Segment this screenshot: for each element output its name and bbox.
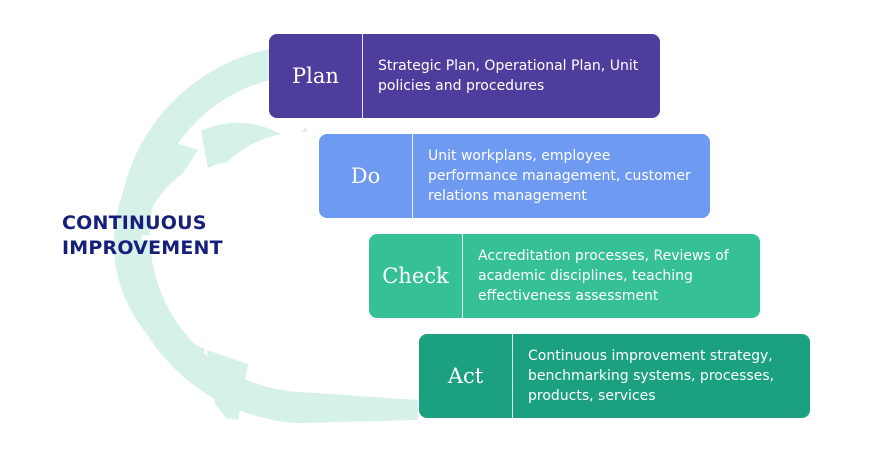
cycle-arrow-outer-top	[118, 49, 270, 235]
stage-check: Check Accreditation processes, Reviews o…	[369, 234, 760, 318]
cycle-arrow-bottom	[118, 240, 418, 423]
stage-act: Act Continuous improvement strategy, ben…	[419, 334, 810, 418]
stage-plan-description: Strategic Plan, Operational Plan, Unit p…	[378, 58, 639, 94]
cycle-title-line2: IMPROVEMENT	[62, 237, 223, 259]
stage-act-label: Act	[419, 334, 513, 418]
stage-do: Do Unit workplans, employee performance …	[319, 134, 710, 218]
stage-act-description: Continuous improvement strategy, benchma…	[528, 348, 775, 404]
stage-check-description: Accreditation processes, Reviews of acad…	[478, 248, 729, 304]
stage-plan-label: Plan	[269, 34, 363, 118]
stage-check-label: Check	[369, 234, 463, 318]
stage-do-label: Do	[319, 134, 413, 218]
cycle-title-line1: CONTINUOUS	[62, 212, 207, 234]
stage-plan: Plan Strategic Plan, Operational Plan, U…	[269, 34, 660, 118]
cycle-title: CONTINUOUS IMPROVEMENT	[62, 211, 282, 261]
cycle-arrow-bottom-head	[207, 350, 248, 420]
stage-do-description: Unit workplans, employee performance man…	[428, 148, 691, 204]
